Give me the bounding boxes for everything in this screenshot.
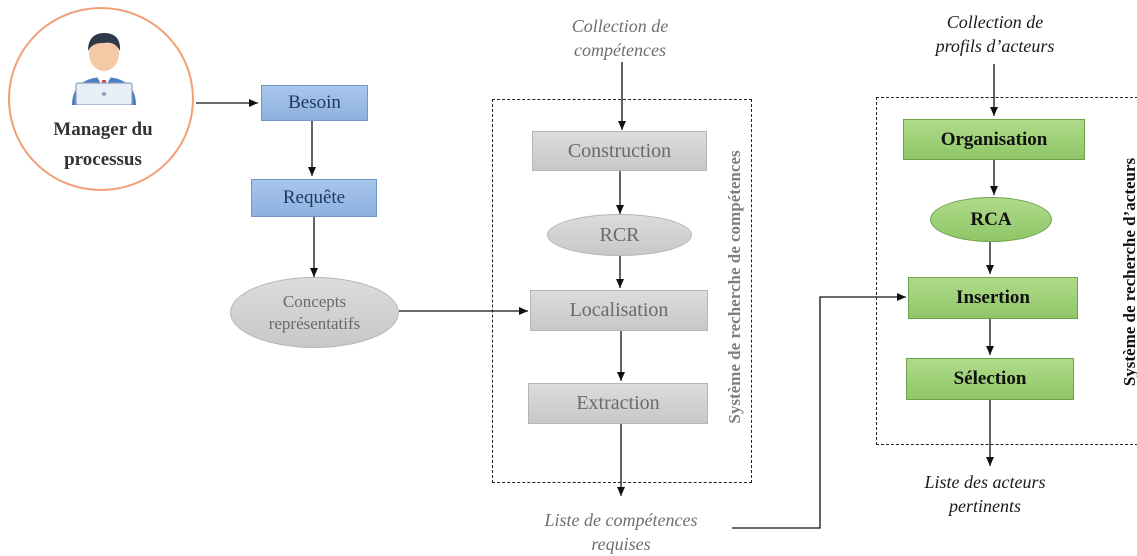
requete-label: Requête	[282, 187, 346, 208]
besoin-box: Besoin	[261, 85, 368, 121]
manager-at-laptop-icon	[72, 33, 136, 105]
manager-circle: Manager du processus	[8, 7, 194, 191]
localisation-label: Localisation	[569, 299, 669, 321]
rca-ellipse: RCA	[930, 197, 1052, 242]
acteurs-system-frame	[876, 97, 1137, 445]
insertion-label: Insertion	[956, 287, 1030, 308]
concepts-ellipse: Concepts représentatifs	[230, 277, 399, 348]
collection-competences-line1: Collection de	[571, 16, 669, 36]
collection-competences-line2: compétences	[574, 40, 666, 60]
collection-competences-label: Collection de compétences	[520, 14, 720, 62]
extraction-label: Extraction	[576, 392, 660, 414]
rca-label: RCA	[970, 208, 1012, 230]
localisation-box: Localisation	[530, 290, 708, 331]
manager-label-line2: processus	[64, 149, 142, 170]
liste-competences-line2: requises	[591, 534, 651, 554]
liste-acteurs-label: Liste des acteurs pertinents	[890, 470, 1080, 518]
manager-label-line1: Manager du	[53, 119, 153, 140]
arrow-liste-to-insertion	[732, 293, 906, 529]
collection-acteurs-line2: profils d’acteurs	[935, 36, 1055, 56]
collection-acteurs-label: Collection de profils d’acteurs	[900, 10, 1090, 58]
besoin-label: Besoin	[288, 92, 341, 113]
competences-system-label: Système de recherche de compétences	[725, 150, 744, 424]
construction-box: Construction	[532, 131, 707, 171]
collection-acteurs-line1: Collection de	[946, 12, 1044, 32]
requete-box: Requête	[251, 179, 377, 217]
liste-acteurs-line1: Liste des acteurs	[924, 472, 1046, 492]
concepts-line2: représentatifs	[268, 313, 361, 333]
construction-label: Construction	[567, 139, 672, 162]
competences-system-frame	[492, 99, 752, 483]
liste-acteurs-line2: pertinents	[949, 496, 1021, 516]
selection-label: Sélection	[953, 368, 1027, 389]
extraction-box: Extraction	[528, 383, 708, 424]
concepts-line1: Concepts	[282, 291, 347, 311]
organisation-label: Organisation	[940, 128, 1048, 150]
acteurs-system-label: Système de recherche d’acteurs	[1120, 157, 1137, 387]
selection-box: Sélection	[906, 358, 1074, 400]
liste-competences-label: Liste de compétences requises	[510, 508, 732, 556]
insertion-box: Insertion	[908, 277, 1078, 319]
organisation-box: Organisation	[903, 119, 1085, 160]
liste-competences-line1: Liste de compétences	[544, 510, 698, 530]
rcr-ellipse: RCR	[547, 214, 692, 256]
rcr-label: RCR	[599, 223, 640, 246]
